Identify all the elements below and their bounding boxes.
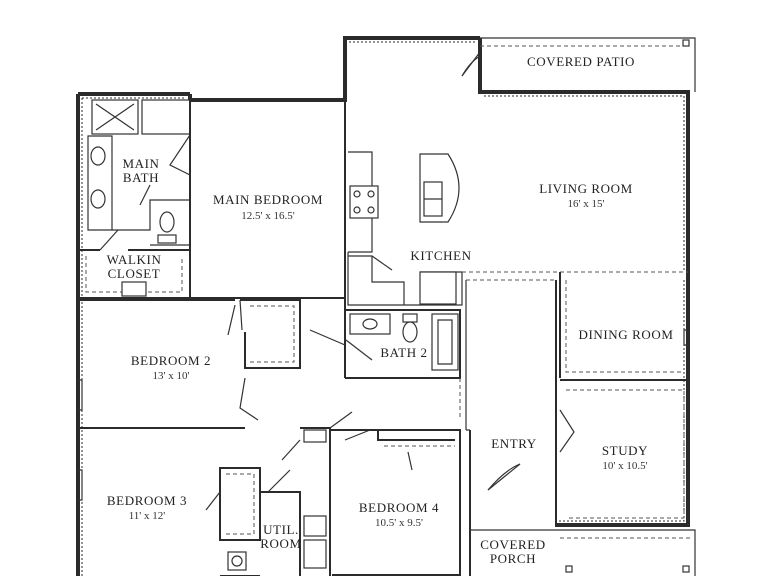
sink-icon bbox=[90, 146, 106, 166]
covered-porch-area: COVERED PORCH bbox=[470, 529, 696, 576]
bedroom-2-dim: 13' x 10' bbox=[153, 370, 190, 382]
fridge-icon bbox=[419, 271, 457, 305]
bedroom-4-dim: 10.5' x 9.5' bbox=[375, 517, 423, 529]
main-bath-label-1: MAIN bbox=[122, 156, 159, 171]
bedroom-4-label: BEDROOM 4 bbox=[359, 500, 439, 515]
bedroom-3-label: BEDROOM 3 bbox=[107, 493, 187, 508]
main-bedroom-dim: 12.5' x 16.5' bbox=[241, 210, 294, 222]
bedroom-3-dim: 11' x 12' bbox=[129, 510, 166, 522]
kitchen-area: KITCHEN bbox=[347, 151, 471, 306]
covered-porch-label-2: PORCH bbox=[490, 551, 536, 566]
bath-2-area: BATH 2 bbox=[345, 309, 461, 379]
utility-label-1: UTIL. bbox=[263, 522, 299, 537]
stove-icon bbox=[349, 185, 379, 219]
bath-2-label: BATH 2 bbox=[380, 345, 427, 360]
sink-icon bbox=[362, 318, 378, 330]
utility-area: UTIL. ROOM bbox=[260, 427, 331, 576]
sink-icon bbox=[90, 189, 106, 209]
study-area: STUDY 10' x 10.5' bbox=[559, 389, 685, 519]
entry-label: ENTRY bbox=[491, 436, 537, 451]
dining-room-label: DINING ROOM bbox=[578, 327, 673, 342]
washer-icon bbox=[303, 515, 327, 537]
walkin-closet-label-1: WALKIN bbox=[107, 252, 162, 267]
study-label: STUDY bbox=[602, 443, 648, 458]
kitchen-label: KITCHEN bbox=[410, 248, 471, 263]
bedroom-4-area: BEDROOM 4 10.5' x 9.5' bbox=[329, 411, 461, 576]
covered-porch-label-1: COVERED bbox=[480, 537, 546, 552]
living-room-dim: 16' x 15' bbox=[568, 198, 605, 210]
bedroom-2-label: BEDROOM 2 bbox=[131, 353, 211, 368]
utility-label-2: ROOM bbox=[260, 536, 301, 551]
bedroom-2-area: BEDROOM 2 13' x 10' bbox=[78, 299, 346, 429]
main-bath-area: MAIN BATH bbox=[87, 99, 191, 246]
toilet-icon bbox=[159, 211, 175, 233]
dryer-icon bbox=[303, 539, 327, 569]
entry-area: ENTRY bbox=[459, 279, 557, 576]
dining-room-area: DINING ROOM bbox=[559, 272, 688, 381]
living-room-label: LIVING ROOM bbox=[539, 181, 633, 196]
living-room-area: LIVING ROOM 16' x 15' bbox=[462, 181, 688, 273]
bathtub-icon bbox=[431, 313, 459, 371]
windows bbox=[78, 329, 688, 501]
toilet-icon bbox=[402, 321, 418, 343]
exterior-walls bbox=[76, 36, 690, 576]
main-bedroom-area: MAIN BEDROOM 12.5' x 16.5' bbox=[189, 100, 346, 378]
walkin-closet-label-2: CLOSET bbox=[108, 266, 161, 281]
bedroom-3-area: BEDROOM 3 11' x 12' bbox=[107, 467, 261, 576]
study-dim: 10' x 10.5' bbox=[602, 460, 647, 472]
main-bedroom-label: MAIN BEDROOM bbox=[213, 192, 323, 207]
covered-patio-area: COVERED PATIO bbox=[461, 37, 696, 92]
covered-patio-label: COVERED PATIO bbox=[527, 54, 635, 69]
main-bath-label-2: BATH bbox=[123, 170, 159, 185]
